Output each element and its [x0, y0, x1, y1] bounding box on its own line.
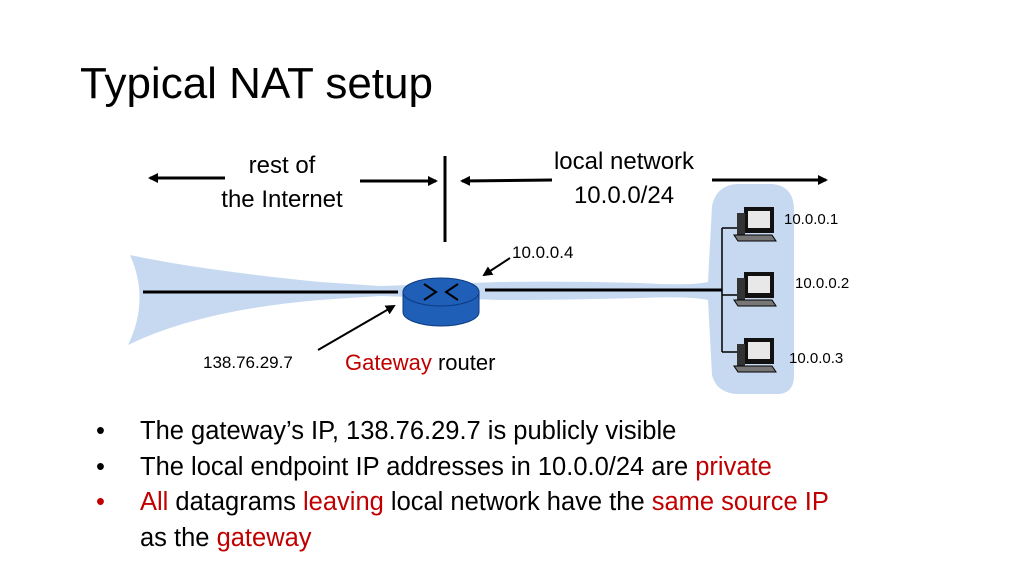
bullet-text: datagrams [168, 488, 303, 516]
bullet-highlight: All [140, 488, 169, 516]
bullet-text: local network have the [383, 488, 652, 516]
rest-of-internet-line-2: the Internet [221, 186, 343, 213]
bullet-dot: • [96, 417, 105, 445]
computer-icon [733, 272, 777, 307]
page-title: Typical NAT setup [80, 59, 433, 108]
bullet-highlight: leaving [303, 488, 384, 516]
arrow-local-left [460, 175, 553, 186]
host-ip-2: 10.0.0.2 [795, 275, 850, 292]
rest-of-internet-label: rest of the Internet [192, 152, 372, 214]
host-ip-3: 10.0.0.3 [789, 350, 844, 367]
local-network-label: local network 10.0.0/24 [524, 148, 724, 210]
bullet-highlight: gateway [216, 523, 312, 552]
pointer-public-ip [317, 304, 396, 351]
bullet-text: The gateway’s IP, 138.76.29.7 is publicl… [140, 417, 677, 445]
pointer-local-ip [482, 257, 511, 277]
host-ip-1: 10.0.0.1 [784, 211, 839, 228]
bullet-dot: • [96, 488, 105, 516]
router-public-ip: 138.76.29.7 [203, 353, 293, 372]
router-local-ip: 10.0.0.4 [512, 243, 574, 262]
rest-of-internet-line-1: rest of [248, 152, 316, 179]
bullet-item: • The gateway’s IP, 138.76.29.7 is publi… [96, 414, 996, 450]
bullet-highlight: private [695, 452, 772, 481]
computer-icon [733, 338, 777, 373]
local-network-line-1: local network [553, 148, 695, 175]
bullet-highlight: same source IP [651, 488, 829, 516]
router-label: Gateway router [345, 350, 495, 376]
local-network-subnet: 10.0.0/24 [573, 182, 675, 209]
bullet-item: • The local endpoint IP addresses in 10.… [96, 450, 996, 486]
router-label-gateway: Gateway [345, 350, 432, 375]
computer-icon [733, 207, 777, 242]
bullet-item: • All datagrams leaving local network ha… [96, 485, 996, 556]
bullet-dot: • [96, 452, 105, 481]
bullet-text: The local endpoint IP addresses in 10.0.… [140, 452, 696, 481]
bullet-text: as the [140, 523, 217, 552]
router-label-suffix: router [431, 350, 496, 375]
bullet-list: • The gateway’s IP, 138.76.29.7 is publi… [96, 414, 996, 556]
router-icon [402, 277, 480, 327]
